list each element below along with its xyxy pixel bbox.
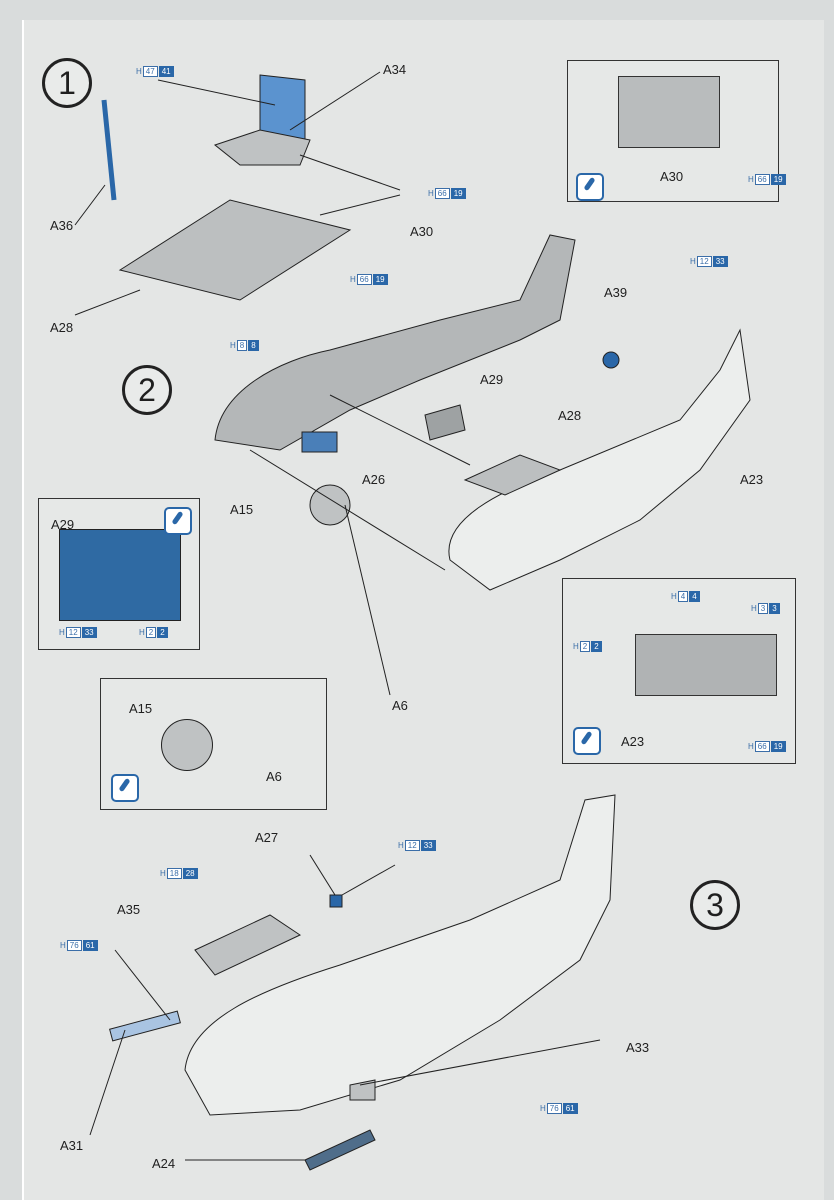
part-label-a30: A30 <box>410 224 434 239</box>
part-label-a6: A6 <box>392 698 408 713</box>
part-a39 <box>602 351 620 369</box>
pedals-a26 <box>301 431 338 453</box>
part-label-a33: A33 <box>626 1040 650 1055</box>
part-label: A30 <box>660 169 684 184</box>
step-1-badge: 1 <box>42 58 92 108</box>
step-3-badge: 3 <box>690 880 740 930</box>
floor-a28-installed <box>463 454 562 496</box>
part-label-a34: A34 <box>383 62 407 77</box>
wheel-a15 <box>309 484 351 526</box>
part-label-a26: A26 <box>362 472 386 487</box>
part-a27 <box>329 894 343 908</box>
part-label-a28: A28 <box>558 408 582 423</box>
paint-icon <box>111 774 139 802</box>
part-label-a31: A31 <box>60 1138 84 1153</box>
part-label-a28: A28 <box>50 320 74 335</box>
cowl-a35 <box>194 914 302 976</box>
paint-icon <box>164 507 192 535</box>
aircraft-a3 <box>184 794 616 1116</box>
part-label: A15 <box>129 701 153 716</box>
part-label: A6 <box>266 769 282 784</box>
panel-a29 <box>424 404 466 441</box>
part-a33 <box>349 1079 376 1101</box>
part-label-a24: A24 <box>152 1156 176 1171</box>
part-label-a39: A39 <box>604 285 628 300</box>
cockpit-floor-a28 <box>118 199 352 301</box>
fuselage-half-a30 <box>214 234 576 451</box>
part-label: A29 <box>51 517 75 532</box>
part-label-a15: A15 <box>230 502 254 517</box>
exhaust-a24 <box>304 1129 376 1171</box>
part-label-a36: A36 <box>50 218 74 233</box>
part-label-a35: A35 <box>117 902 141 917</box>
part-label-a29: A29 <box>480 372 504 387</box>
paint-icon <box>573 727 601 755</box>
seat-a34 <box>213 129 311 166</box>
detail-box-wheel: A15 A6 <box>100 678 327 810</box>
part-a31 <box>109 1010 181 1042</box>
step-2-badge: 2 <box>122 365 172 415</box>
part-label: A23 <box>621 734 645 749</box>
paint-icon <box>576 173 604 201</box>
fuselage-a23 <box>448 328 751 591</box>
part-label-a27: A27 <box>255 830 279 845</box>
part-label-a23: A23 <box>740 472 764 487</box>
